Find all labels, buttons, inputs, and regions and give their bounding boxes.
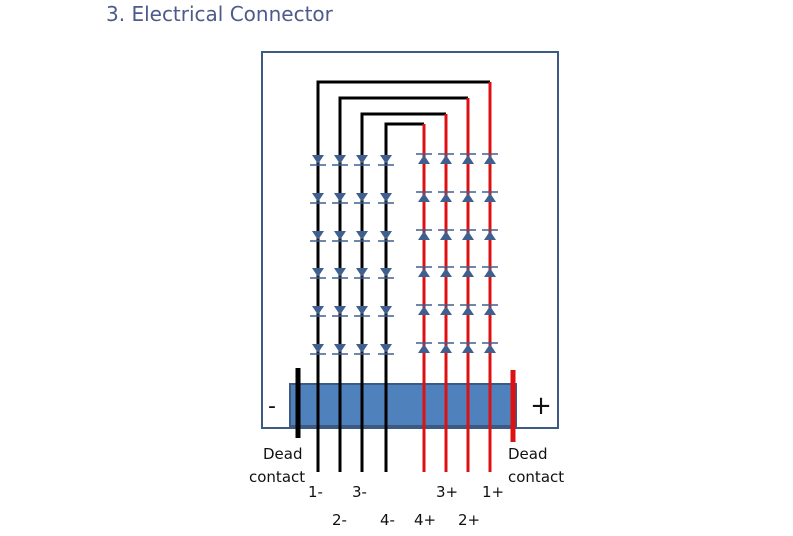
diode-icon <box>332 231 348 242</box>
diode-icon <box>416 229 432 240</box>
diode-icon <box>378 231 394 242</box>
diode-icon <box>310 344 326 355</box>
diode-icon <box>332 344 348 355</box>
diode-icon <box>460 342 476 353</box>
plus-sign: + <box>530 391 552 421</box>
diode-icon <box>310 155 326 166</box>
wire-1-negative <box>316 80 490 472</box>
diode-icon <box>438 229 454 240</box>
dead-contact-left-line2: contact <box>249 468 305 486</box>
diode-icon <box>482 266 498 277</box>
diode-icon <box>378 344 394 355</box>
minus-sign: - <box>268 394 276 419</box>
diode-icon <box>482 191 498 202</box>
diode-icon <box>332 155 348 166</box>
diode-icon <box>438 153 454 164</box>
dead-contact-right-line2: contact <box>508 468 564 486</box>
connector-frame <box>261 51 559 429</box>
diode-icon <box>438 304 454 315</box>
section-heading: 3. Electrical Connector <box>106 2 333 26</box>
diode-icon <box>460 229 476 240</box>
diode-icon <box>460 304 476 315</box>
diode-icon <box>416 342 432 353</box>
diode-icon <box>416 266 432 277</box>
diode-icon <box>310 306 326 317</box>
diode-icon <box>416 153 432 164</box>
diode-icon <box>438 342 454 353</box>
diode-icon <box>354 268 370 279</box>
diode-icon <box>332 306 348 317</box>
diode-icon <box>482 229 498 240</box>
diode-icon <box>460 266 476 277</box>
diode-icon <box>354 231 370 242</box>
diode-icon <box>354 344 370 355</box>
diode-icon <box>482 342 498 353</box>
terminal-label-2-pos: 2+ <box>458 511 480 529</box>
diode-icon <box>332 193 348 204</box>
wire-4-negative <box>384 122 424 472</box>
diode-icon <box>482 153 498 164</box>
terminal-label-3-neg: 3- <box>352 483 367 501</box>
diode-icon <box>416 191 432 202</box>
diode-icon <box>310 231 326 242</box>
dead-contact-left-line1: Dead <box>263 445 303 463</box>
diode-icon <box>354 306 370 317</box>
diode-icon <box>332 268 348 279</box>
diode-icon <box>310 193 326 204</box>
dead-contact-right-line1: Dead <box>508 445 548 463</box>
terminal-label-1-neg: 1- <box>308 483 323 501</box>
diode-icon <box>482 304 498 315</box>
diode-icon <box>310 268 326 279</box>
diode-icon <box>378 155 394 166</box>
diode-icon <box>438 266 454 277</box>
diode-icon <box>378 268 394 279</box>
diode-icon <box>416 304 432 315</box>
terminal-label-4-pos: 4+ <box>414 511 436 529</box>
diode-icon <box>378 306 394 317</box>
diode-icon <box>354 155 370 166</box>
diode-icon <box>460 191 476 202</box>
led-array <box>310 153 498 355</box>
terminal-label-4-neg: 4- <box>380 511 395 529</box>
diode-icon <box>460 153 476 164</box>
diode-icon <box>354 193 370 204</box>
terminal-label-2-neg: 2- <box>332 511 347 529</box>
diode-icon <box>378 193 394 204</box>
terminal-label-1-pos: 1+ <box>482 483 504 501</box>
terminal-label-3-pos: 3+ <box>436 483 458 501</box>
connector-block <box>289 383 517 427</box>
diode-icon <box>438 191 454 202</box>
